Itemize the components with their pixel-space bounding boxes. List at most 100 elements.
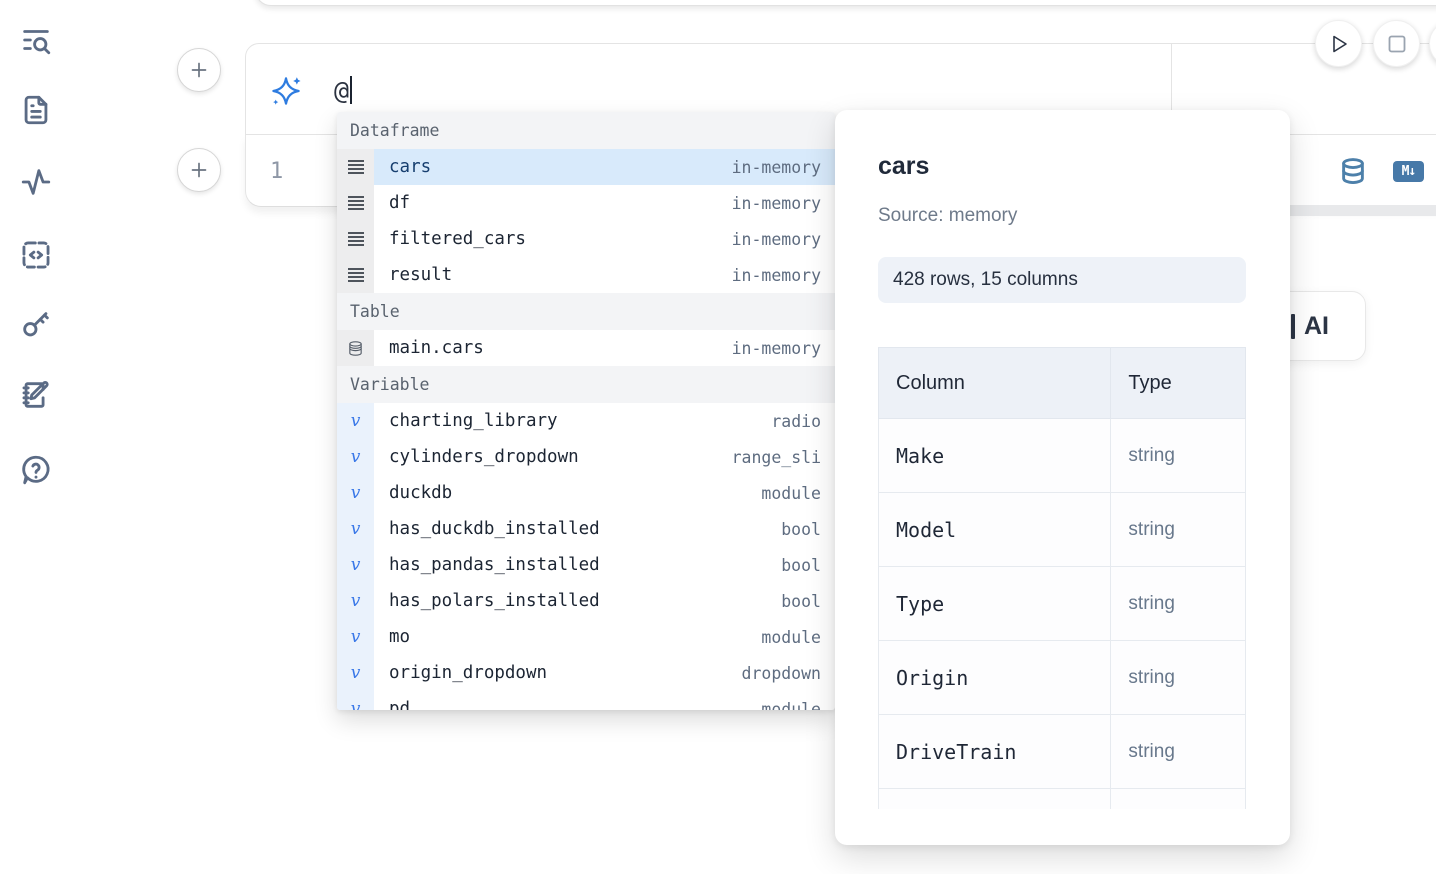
dataframe-gutter [337, 221, 374, 257]
file-text-icon[interactable] [17, 91, 55, 129]
occluded-letter-fragment [1291, 313, 1295, 339]
item-type: bool [781, 519, 821, 539]
autocomplete-item[interactable]: v mo module [337, 619, 835, 655]
item-type: in-memory [731, 157, 821, 177]
schema-column-type: string [1110, 566, 1246, 641]
item-type: in-memory [731, 193, 821, 213]
dataframe-icon [347, 268, 364, 282]
autocomplete-item-content: pd module [374, 691, 835, 710]
run-cell-button[interactable] [1315, 20, 1362, 67]
item-type: module [761, 699, 821, 711]
dataframe-gutter [337, 185, 374, 221]
table-database-icon [349, 340, 362, 356]
help-icon[interactable] [17, 451, 55, 489]
schema-column-name: Origin [878, 640, 1112, 715]
add-cell-button-top[interactable] [177, 48, 221, 92]
variable-gutter: v [337, 619, 374, 655]
table-gutter [337, 330, 374, 366]
autocomplete-item[interactable]: v charting_library radio [337, 403, 835, 439]
preview-title: cars [878, 152, 930, 180]
item-name: charting_library [389, 411, 558, 431]
left-sidebar [0, 0, 70, 874]
variable-gutter: v [337, 655, 374, 691]
list-search-icon[interactable] [17, 21, 55, 59]
ai-prompt-input[interactable]: @ [334, 74, 353, 106]
autocomplete-item-content: df in-memory [374, 185, 835, 221]
code-snippet-icon[interactable] [17, 236, 55, 274]
variable-gutter: v [337, 547, 374, 583]
item-type: module [761, 627, 821, 647]
scratchpad-icon[interactable] [17, 376, 55, 414]
add-cell-button-bottom[interactable] [177, 148, 221, 192]
item-name: pd [389, 699, 411, 710]
prompt-text: @ [334, 75, 350, 105]
key-icon[interactable] [17, 306, 55, 344]
previous-cell [255, 0, 1436, 6]
item-type: radio [771, 411, 821, 431]
variable-gutter: v [337, 583, 374, 619]
autocomplete-item[interactable]: v pd module [337, 691, 835, 710]
variable-icon: v [350, 519, 361, 539]
dataframe-icon [347, 160, 364, 174]
text-cursor [350, 76, 353, 104]
dataframe-icon [347, 232, 364, 246]
item-name: duckdb [389, 483, 453, 503]
item-name: main.cars [389, 338, 484, 358]
item-name: has_duckdb_installed [389, 519, 600, 539]
ai-button-label: AI [1304, 311, 1329, 340]
autocomplete-section-header: Table [337, 293, 835, 330]
item-name: mo [389, 627, 411, 647]
schema-column-type: string [1110, 640, 1246, 715]
item-name: origin_dropdown [389, 663, 548, 683]
schema-column-type: string [1110, 714, 1246, 789]
variable-icon: v [350, 663, 361, 683]
line-number: 1 [270, 158, 284, 184]
item-name: result [389, 265, 453, 285]
autocomplete-item[interactable]: df in-memory [337, 185, 835, 221]
variable-gutter: v [337, 691, 374, 710]
markdown-icon[interactable]: M↓ [1393, 161, 1424, 182]
schema-column-name: Model [878, 492, 1112, 567]
sparkles-icon [270, 75, 302, 112]
autocomplete-item-content: charting_library radio [374, 403, 835, 439]
variable-gutter: v [337, 475, 374, 511]
variable-icon: v [350, 411, 361, 431]
autocomplete-item-content: mo module [374, 619, 835, 655]
database-icon[interactable] [1338, 156, 1368, 191]
variable-icon: v [350, 591, 361, 611]
autocomplete-item[interactable]: v has_duckdb_installed bool [337, 511, 835, 547]
schema-column-name: Type [878, 566, 1112, 641]
variable-icon: v [350, 555, 361, 575]
item-type: bool [781, 555, 821, 575]
dataframe-gutter [337, 257, 374, 293]
activity-icon[interactable] [17, 163, 55, 201]
item-name: filtered_cars [389, 229, 526, 249]
schema-column-type: string [1110, 418, 1246, 493]
variable-icon: v [350, 699, 361, 710]
type-header: Type [1110, 347, 1246, 419]
variable-icon: v [350, 627, 361, 647]
item-name: df [389, 193, 411, 213]
stop-button[interactable] [1373, 20, 1420, 67]
item-type: range_sli [731, 447, 821, 467]
preview-source: Source: memory [878, 205, 1018, 226]
